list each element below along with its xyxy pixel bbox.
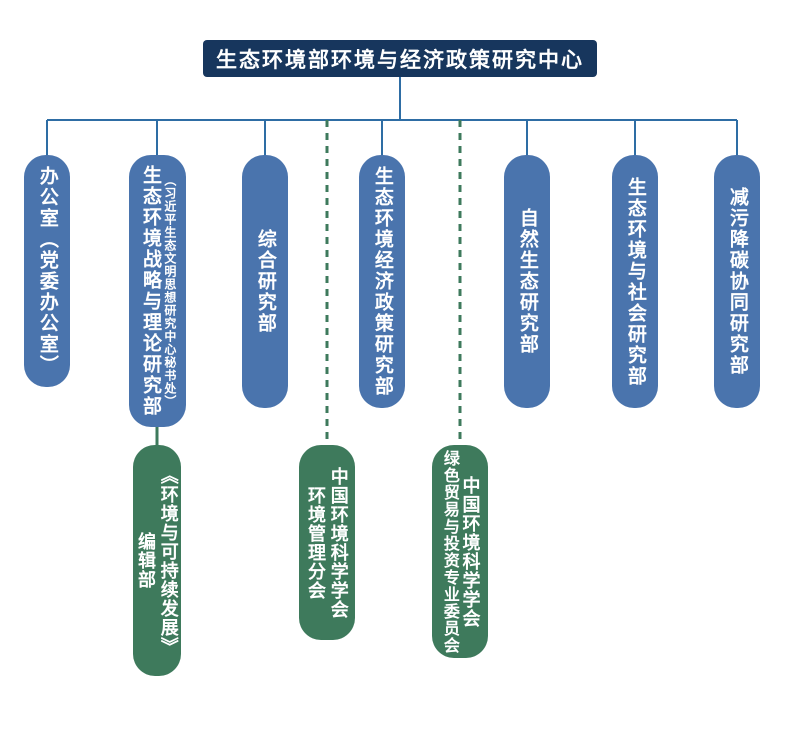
dept-label-group: 生态环境战略与理论研究部 （习近平生态文明思想研究中心秘书处） [139,165,177,417]
affiliate-label-line1: 《环境与可持续发展》 [158,465,179,656]
root-org-title: 生态环境部环境与经济政策研究中心 [216,48,584,72]
dept-label: 自然生态研究部 [516,208,538,355]
dept-box-strategy-theory: 生态环境战略与理论研究部 （习近平生态文明思想研究中心秘书处） [129,155,186,427]
dept-label: 生态环境战略与理论研究部 [140,165,162,417]
affiliate-label-line2: 编辑部 [136,532,156,589]
dept-box-natural-ecology: 自然生态研究部 [504,155,550,408]
dept-label: 减污降碳协同研究部 [726,187,748,376]
affiliate-box-journal-editorial: 《环境与可持续发展》 编辑部 [133,445,181,676]
dept-box-office: 办公室（党委办公室） [24,155,70,387]
dept-box-environment-society: 生态环境与社会研究部 [612,155,658,408]
dept-box-comprehensive-research: 综合研究部 [242,155,288,408]
affiliate-label-line2: 绿色贸易与投资专业委员会 [440,449,458,654]
root-org-box: 生态环境部环境与经济政策研究中心 [203,40,597,77]
dept-label: 生态环境与社会研究部 [624,176,646,387]
dept-label: 办公室（党委办公室） [36,166,58,376]
affiliate-label-line1: 中国环境科学学会 [328,466,349,619]
affiliate-label-line1: 中国环境科学学会 [460,475,481,628]
dept-label: 生态环境经济政策研究部 [371,166,393,397]
affiliate-label-group: 中国环境科学学会 环境管理分会 [305,466,349,619]
affiliate-label-group: 中国环境科学学会 绿色贸易与投资专业委员会 [439,449,481,654]
affiliate-box-env-management-branch: 中国环境科学学会 环境管理分会 [299,445,355,640]
dept-box-pollution-carbon: 减污降碳协同研究部 [714,155,760,408]
affiliate-label-line2: 环境管理分会 [306,485,326,600]
dept-box-economic-policy: 生态环境经济政策研究部 [359,155,405,408]
affiliate-box-green-trade-committee: 中国环境科学学会 绿色贸易与投资专业委员会 [432,445,488,658]
dept-label: 综合研究部 [254,229,276,334]
affiliate-label-group: 《环境与可持续发展》 编辑部 [135,465,179,656]
dept-sublabel: （习近平生态文明思想研究中心秘书处） [162,174,177,408]
